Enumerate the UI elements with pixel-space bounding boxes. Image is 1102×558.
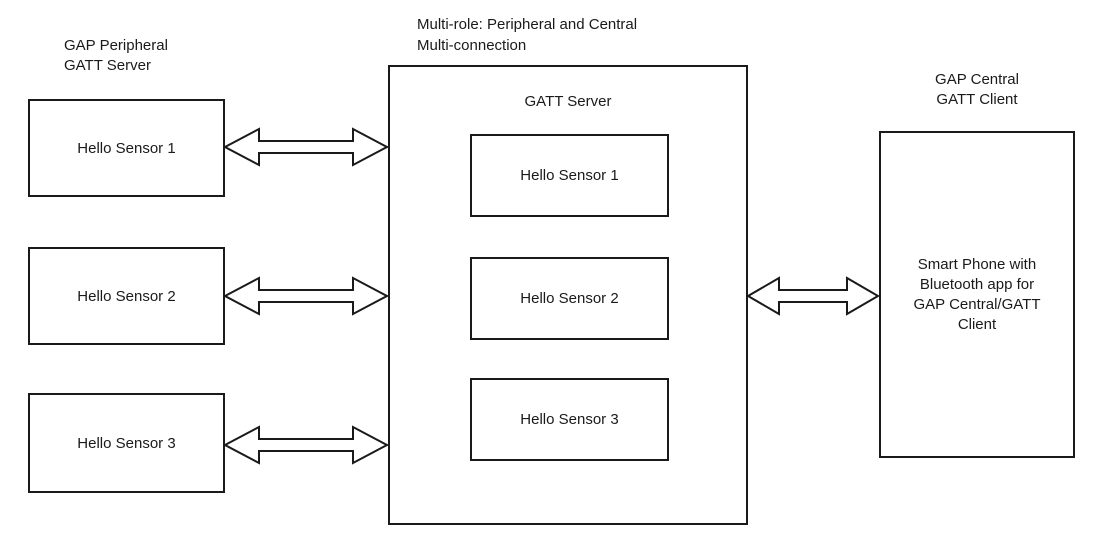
peripheral-hello-sensor-3-label: Hello Sensor 3	[77, 434, 176, 452]
central-hello-sensor-1-label: Hello Sensor 1	[520, 167, 619, 184]
central-hello-sensor-3-box: Hello Sensor 3	[470, 378, 669, 461]
left-column-label: GAP Peripheral GATT Server	[64, 36, 168, 76]
central-hello-sensor-1-box: Hello Sensor 1	[470, 134, 669, 217]
right-column-label-line1: GAP Central	[935, 71, 1019, 88]
center-title-line1: Multi-role: Peripheral and Central	[417, 16, 638, 33]
peripheral-hello-sensor-1-label: Hello Sensor 1	[77, 139, 176, 157]
peripheral-hello-sensor-1-box: Hello Sensor 1	[28, 99, 225, 197]
peripheral-hello-sensor-2-box: Hello Sensor 2	[28, 247, 225, 345]
left-column-label-line1: GAP Peripheral	[64, 37, 168, 54]
gatt-server-heading: GATT Server	[524, 93, 612, 110]
smart-phone-label: Smart Phone with Bluetooth app for GAP C…	[913, 255, 1041, 333]
center-title: Multi-role: Peripheral and Central Multi…	[417, 14, 637, 56]
multirole-gatt-server-box: GATT Server Hello Sensor 1 Hello Sensor …	[388, 65, 748, 525]
right-column-label-line2: GATT Client	[936, 91, 1018, 108]
bidirectional-arrow-icon	[223, 276, 389, 316]
right-column-label: GAP Central GATT Client	[879, 70, 1075, 110]
bidirectional-arrow-icon	[223, 425, 389, 465]
smart-phone-box: Smart Phone with Bluetooth app for GAP C…	[879, 131, 1075, 458]
central-hello-sensor-2-box: Hello Sensor 2	[470, 257, 669, 340]
peripheral-hello-sensor-2-label: Hello Sensor 2	[77, 287, 176, 305]
bidirectional-arrow-icon	[223, 127, 389, 167]
bidirectional-arrow-icon	[746, 276, 880, 316]
center-title-line2: Multi-connection	[417, 37, 527, 54]
central-hello-sensor-2-label: Hello Sensor 2	[520, 290, 619, 307]
central-hello-sensor-3-label: Hello Sensor 3	[520, 411, 619, 428]
peripheral-hello-sensor-3-box: Hello Sensor 3	[28, 393, 225, 493]
left-column-label-line2: GATT Server	[64, 57, 151, 74]
